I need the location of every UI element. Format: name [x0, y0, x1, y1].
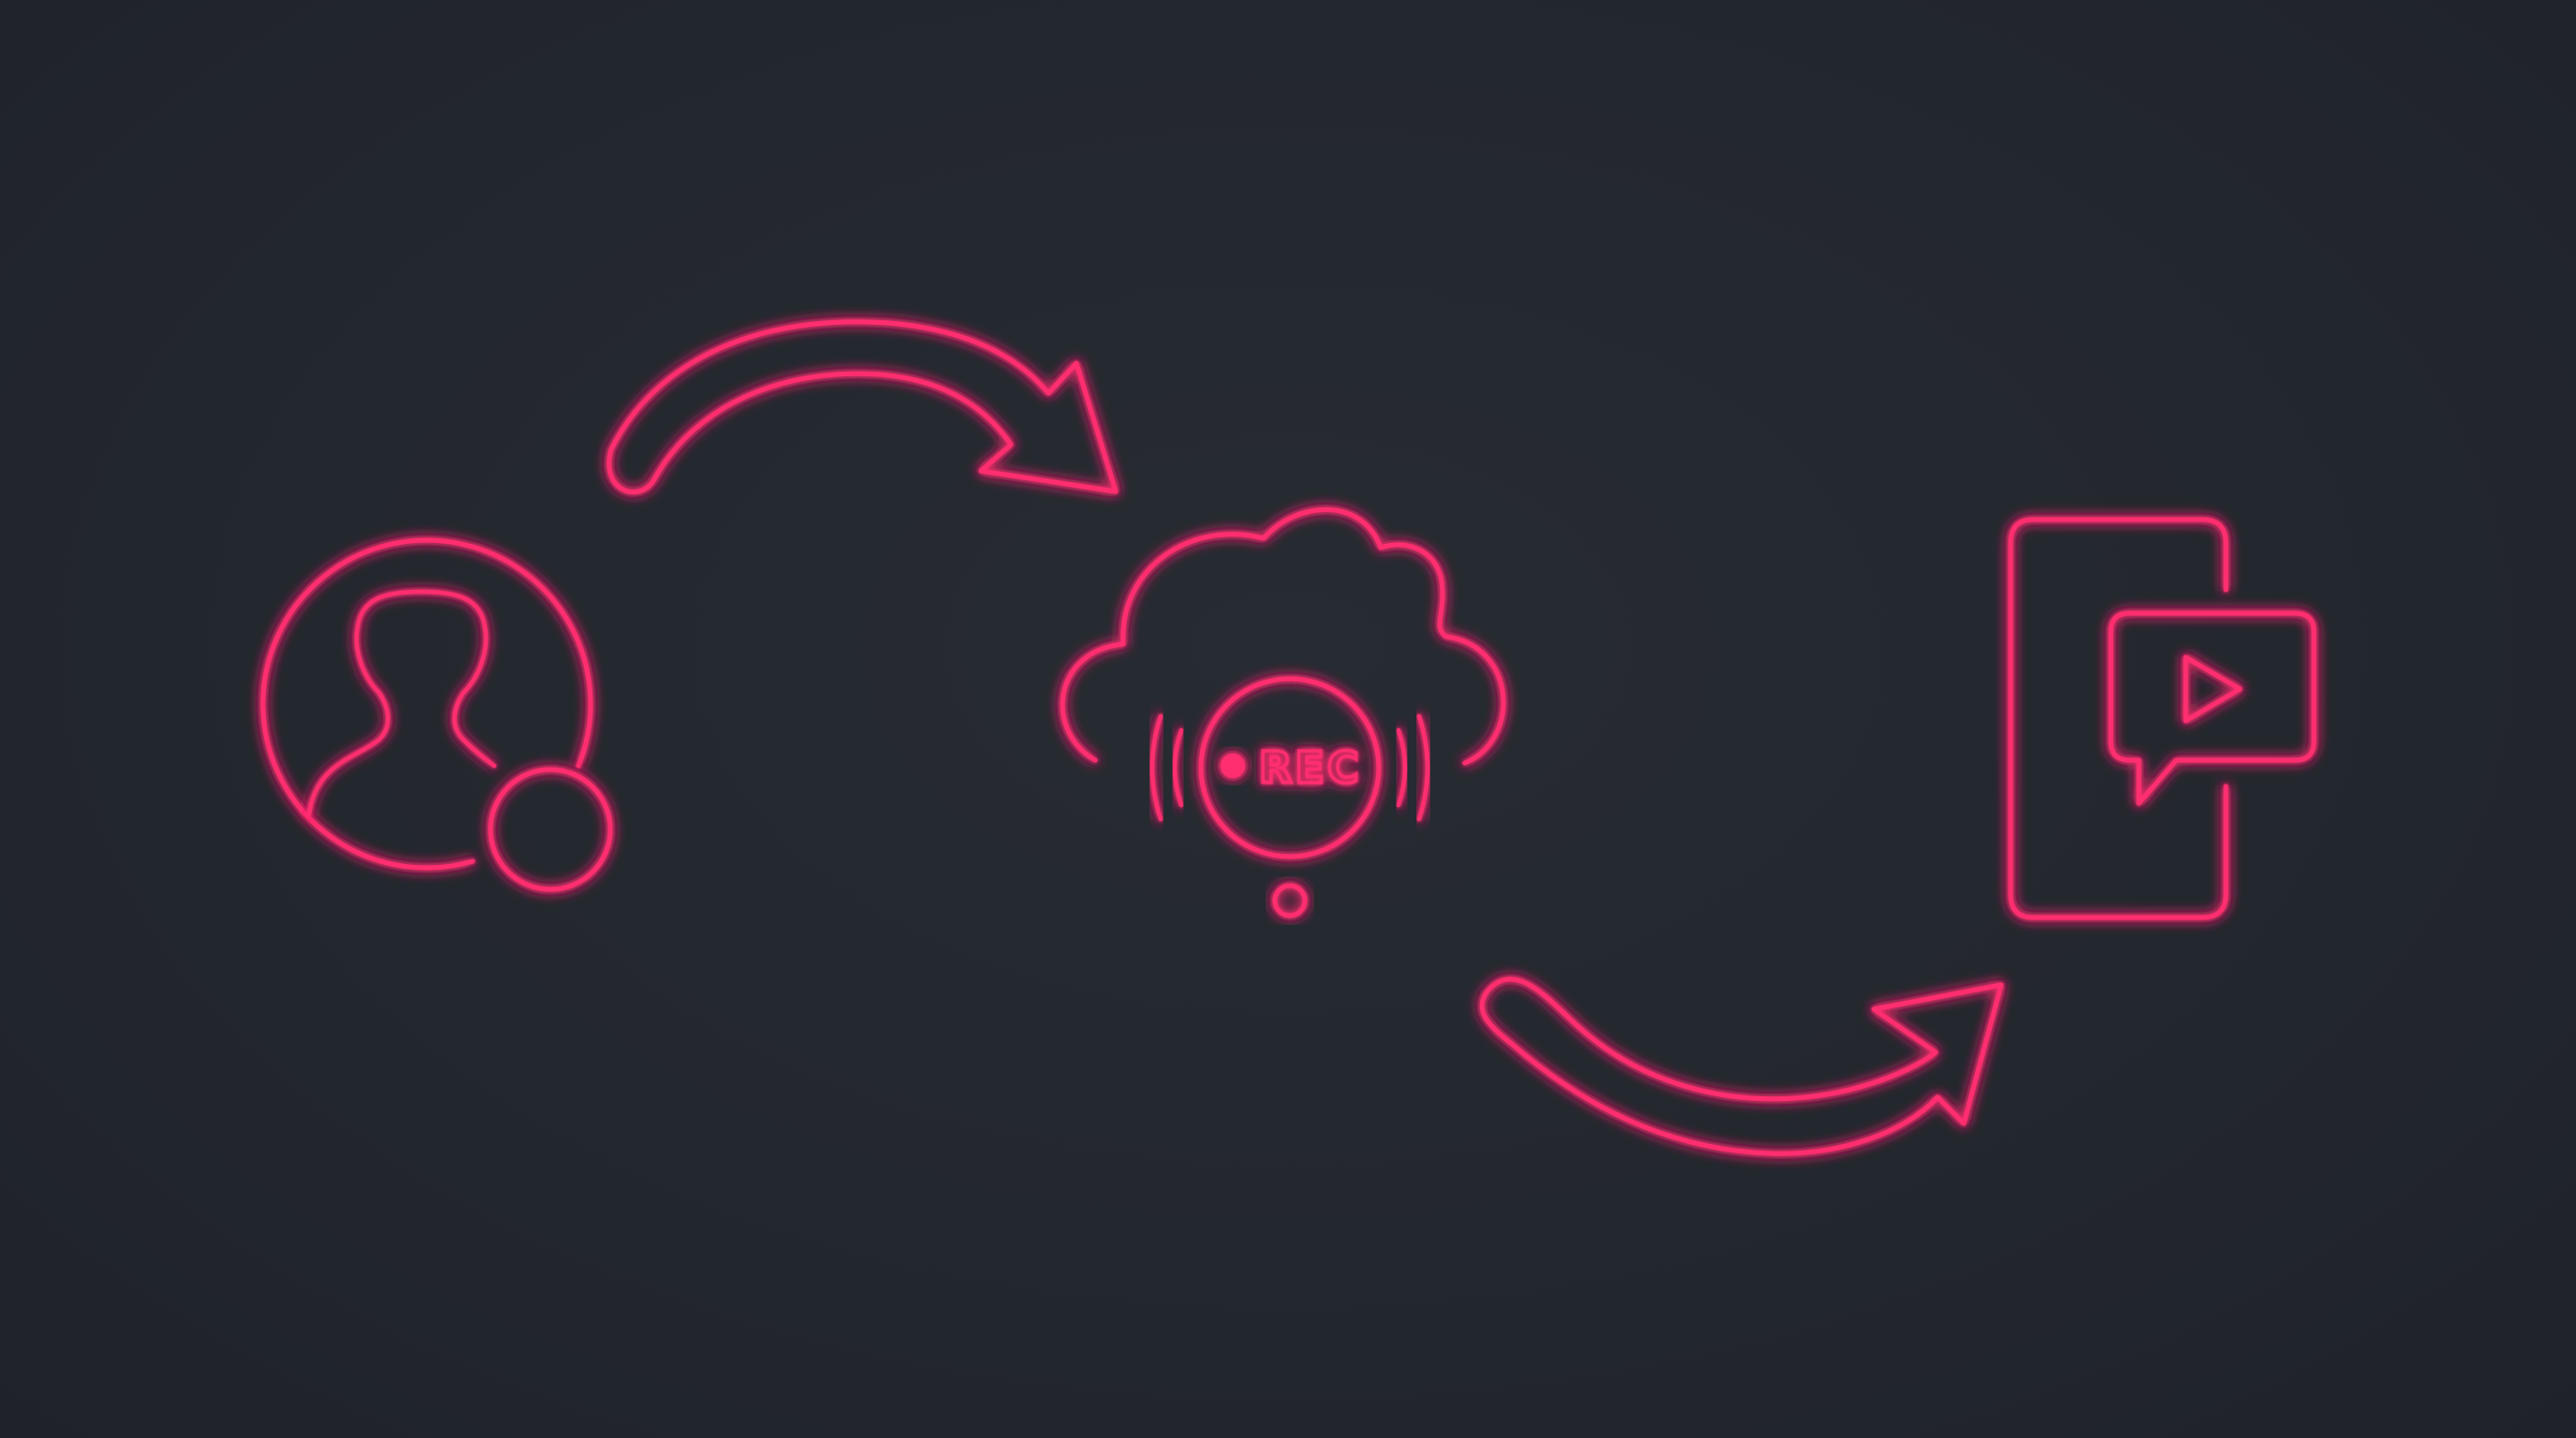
add-user-icon	[260, 537, 613, 892]
curved-arrow-right-icon	[607, 319, 1119, 495]
rec-badge-label: REC	[1259, 742, 1362, 793]
mobile-video-icon	[2008, 517, 2317, 920]
curved-arrow-right-icon	[1479, 976, 2004, 1156]
cloud-recording-icon: REC	[1060, 506, 1506, 918]
